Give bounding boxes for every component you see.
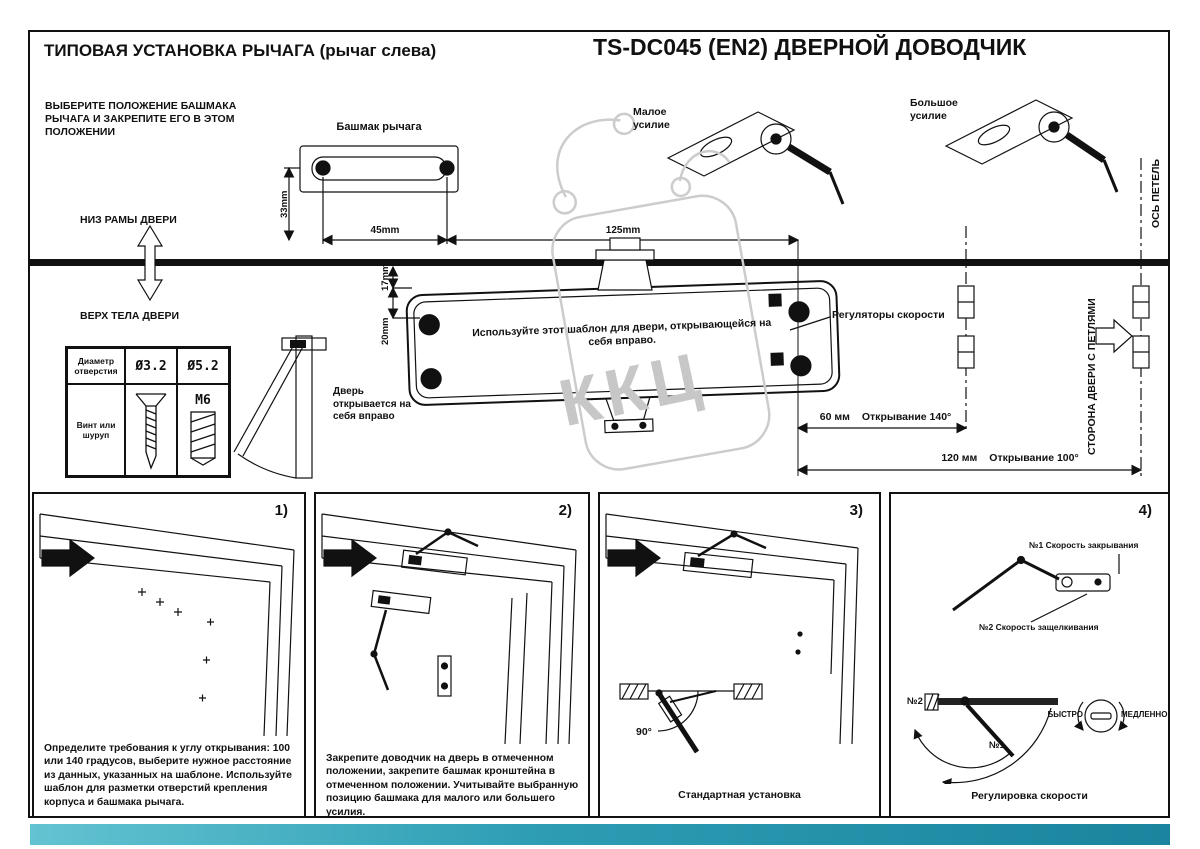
- step-3-number: 3): [849, 502, 863, 519]
- dim-120mm-label: 120 мм: [941, 452, 978, 464]
- hole-large-value: Ø5.2: [177, 348, 229, 384]
- arm-shoe-label: Башмак рычага: [336, 121, 422, 133]
- step-2-number: 2): [558, 502, 572, 519]
- slow-label: МЕДЛЕННО: [1121, 710, 1168, 719]
- opening-140-label: Открывание 140°: [861, 411, 952, 423]
- regulators-pointer: [789, 316, 831, 331]
- dim-20mm-label: 20mm: [380, 317, 391, 345]
- step-4-drawing: [913, 554, 1129, 784]
- closing-speed-label: №1 Скорость закрывания: [1029, 540, 1139, 550]
- opening-100-row: 120 мм Открывание 100°: [880, 452, 1140, 465]
- direction-arrow-icon: [41, 538, 95, 578]
- dim-125mm-label: 125mm: [605, 225, 641, 236]
- step-4-caption: Регулировка скорости: [971, 790, 1088, 802]
- speed-valve-1: [768, 293, 782, 307]
- small-force-label: Малое усилие: [633, 106, 670, 132]
- step-3-panel: 3) 90° Стандартная установка: [598, 492, 881, 818]
- large-force-label: Большое усилие: [910, 97, 958, 123]
- hinge-axis-label: ОСЬ ПЕТЕЛЬ: [1150, 158, 1162, 228]
- hole-diameter-label: Диаметр отверстия: [67, 348, 125, 384]
- door-opening-drawing: [233, 335, 327, 479]
- step-1-number: 1): [274, 502, 288, 519]
- frame-bottom-label: НИЗ РАМЫ ДВЕРИ: [80, 214, 177, 226]
- thread-size-label: M6: [195, 392, 211, 408]
- door-body-top-label: ВЕРХ ТЕЛА ДВЕРИ: [80, 310, 180, 322]
- dim-33mm-label: 33mm: [279, 190, 290, 218]
- step-1-drawing: [39, 513, 295, 737]
- watermark-swirls: [551, 112, 771, 471]
- top-view-90-drawing: [619, 683, 763, 754]
- step-3-caption: Стандартная установка: [678, 789, 801, 801]
- speed-screws-drawing: [952, 554, 1120, 623]
- fastener-spec-table: Диаметр отверстия Ø3.2 Ø5.2 Винт или шур…: [65, 346, 231, 478]
- closer-body-template: [405, 280, 841, 434]
- step-4-panel: 4) №1 Скорость закрывания №2 Скорость за…: [889, 492, 1170, 818]
- door-top-line: [30, 259, 1170, 266]
- swing-speed-drawing: [913, 693, 1058, 784]
- screw-icon: [135, 393, 167, 470]
- n2-label: №2: [907, 696, 923, 707]
- step-1-panel: 1) Определите требования к углу открыван…: [32, 492, 306, 818]
- step-2-text: Закрепите доводчик на дверь в отмеченном…: [326, 753, 579, 818]
- step-3-drawing: [605, 513, 859, 754]
- n1-label: №1: [989, 740, 1005, 751]
- opening-140-row: 60 мм Открывание 140°: [798, 411, 973, 424]
- page-title-right: TS-DC045 (EN2) ДВЕРНОЙ ДОВОДЧИК: [593, 34, 1027, 60]
- screw-type-label: Винт или шуруп: [67, 384, 125, 476]
- dim-60mm-label: 60 мм: [819, 411, 850, 423]
- thread-cell: M6: [177, 384, 229, 476]
- speed-gauge-icon: [1073, 699, 1129, 733]
- regulators-label: Регуляторы скорости: [832, 309, 945, 321]
- large-force-arm-drawing: [944, 99, 1119, 193]
- step-4-number: 4): [1138, 502, 1152, 519]
- step-2-panel: 2) Закрепите доводчик на дверь в отмечен…: [314, 492, 590, 818]
- dim-45mm-label: 45mm: [370, 225, 400, 236]
- angle-90-label: 90°: [636, 726, 652, 738]
- hinge-side-label: СТОРОНА ДВЕРИ С ПЕТЛЯМИ: [1086, 298, 1098, 455]
- latching-speed-label: №2 Скорость защелкивания: [979, 622, 1099, 632]
- screw-cell: [125, 384, 177, 476]
- door-opens-label: Дверь открывается на себя вправо: [333, 386, 411, 422]
- fast-label: БЫСТРО: [1047, 710, 1084, 719]
- direction-arrow-icon: [323, 538, 377, 578]
- frame-door-gap-arrow: [136, 224, 164, 302]
- step-1-text: Определите требования к углу открывания:…: [44, 743, 293, 808]
- opening-100-label: Открывание 100°: [989, 452, 1079, 464]
- small-force-arm-drawing: [666, 111, 845, 205]
- pinion-spindle: [595, 237, 655, 291]
- direction-arrow-icon: [607, 538, 661, 578]
- threaded-rod-icon: [190, 410, 216, 466]
- scan-bottom-bar: [30, 824, 1170, 845]
- hinge-side-arrow: [1095, 318, 1133, 354]
- dim-17mm-label: 17mm: [380, 263, 391, 291]
- hinge-axis-lines: [957, 158, 1150, 476]
- shoe-position-instruction: ВЫБЕРИТЕ ПОЛОЖЕНИЕ БАШМАКА РЫЧАГА И ЗАКР…: [45, 100, 237, 139]
- speed-valve-2: [770, 352, 784, 366]
- hole-small-value: Ø3.2: [125, 348, 177, 384]
- arm-shoe-drawing: [299, 145, 459, 193]
- installation-template-drawing: [30, 99, 1170, 479]
- page-title-left: ТИПОВАЯ УСТАНОВКА РЫЧАГА (рычаг слева): [44, 41, 437, 60]
- step-2-drawing: [321, 513, 577, 745]
